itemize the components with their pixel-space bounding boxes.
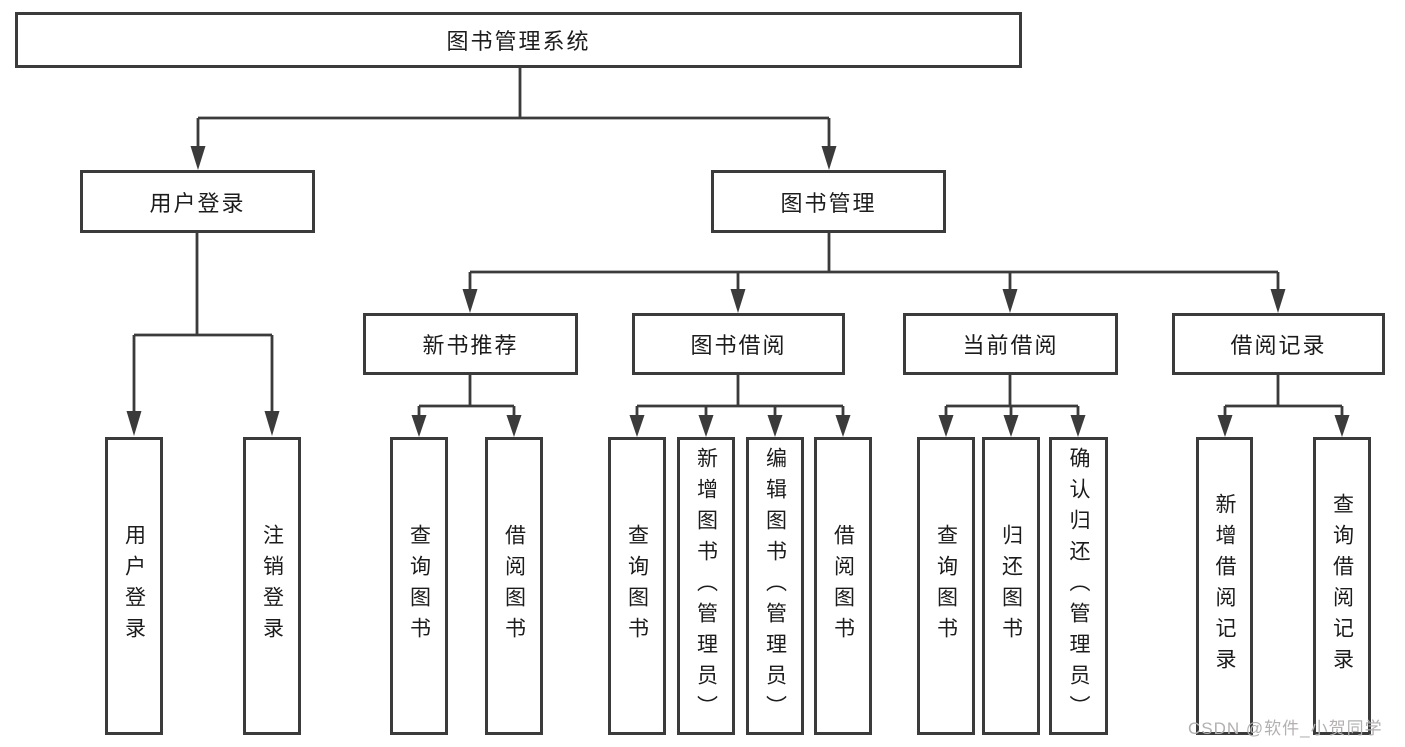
arrowhead-leaf-return-book (1003, 415, 1019, 437)
arrowhead-leaf-query-books-2 (629, 415, 645, 437)
arrowhead-leaf-borrow-books-1 (506, 415, 522, 437)
node-borrow-records: 借阅记录 (1172, 313, 1385, 375)
node-new-book-recommend-label: 新书推荐 (422, 333, 519, 358)
arrowhead-leaf-borrow-books-2 (835, 415, 851, 437)
connector-user-login-children (132, 233, 274, 416)
leaf-logout-label: 注销登录 (260, 524, 284, 648)
leaf-query-borrow-record: 查询借阅记录 (1313, 437, 1371, 735)
arrowhead-leaf-add-book (698, 415, 714, 437)
connector-borrow-records-children (1223, 375, 1344, 418)
leaf-user-login: 用户登录 (105, 437, 163, 735)
node-current-borrow-label: 当前借阅 (962, 333, 1059, 358)
node-root: 图书管理系统 (15, 12, 1022, 68)
leaf-query-books-borrow: 查询图书 (608, 437, 666, 735)
leaf-user-login-label: 用户登录 (122, 524, 146, 648)
node-new-book-recommend: 新书推荐 (363, 313, 578, 375)
node-book-borrow-label: 图书借阅 (690, 333, 787, 358)
leaf-logout: 注销登录 (243, 437, 301, 735)
connector-book-borrow-children (635, 375, 845, 418)
arrowhead-book-borrow (730, 289, 746, 313)
connector-current-borrow-children (944, 375, 1080, 418)
node-current-borrow: 当前借阅 (903, 313, 1118, 375)
arrowhead-leaf-edit-book (767, 415, 783, 437)
leaf-query-books-current-label: 查询图书 (934, 524, 958, 648)
arrowhead-leaf-query-record (1334, 415, 1350, 437)
node-borrow-records-label: 借阅记录 (1230, 333, 1327, 358)
leaf-add-book-admin: 新增图书（管理员） (677, 437, 735, 735)
leaf-borrow-books-borrow-label: 借阅图书 (831, 524, 855, 648)
leaf-confirm-return-admin: 确认归还（管理员） (1049, 437, 1108, 735)
arrowhead-user-login (190, 146, 206, 170)
connector-book-management-children (468, 233, 1280, 292)
arrowhead-leaf-add-record (1217, 415, 1233, 437)
leaf-borrow-books-recommend: 借阅图书 (485, 437, 543, 735)
leaf-borrow-books-borrow: 借阅图书 (814, 437, 872, 735)
leaf-add-borrow-record-label: 新增借阅记录 (1213, 493, 1236, 679)
arrowhead-leaf-confirm-return (1070, 415, 1086, 437)
connector-root-stem (196, 68, 831, 150)
leaf-query-borrow-record-label: 查询借阅记录 (1330, 493, 1354, 679)
leaf-return-book: 归还图书 (982, 437, 1040, 735)
leaf-query-books-borrow-label: 查询图书 (625, 524, 649, 648)
leaf-edit-book-admin: 编辑图书（管理员） (746, 437, 804, 735)
node-book-management: 图书管理 (711, 170, 946, 233)
csdn-watermark: CSDN @软件_小贺同学 (1188, 719, 1383, 738)
node-root-label: 图书管理系统 (446, 29, 591, 54)
arrowhead-leaf-user-login (126, 411, 142, 436)
leaf-return-book-label: 归还图书 (999, 524, 1023, 648)
node-user-login: 用户登录 (80, 170, 315, 233)
leaf-query-books-recommend: 查询图书 (390, 437, 448, 735)
node-book-borrow: 图书借阅 (632, 313, 845, 375)
arrowhead-book-management (821, 146, 837, 170)
node-user-login-label: 用户登录 (149, 190, 246, 216)
leaf-add-book-admin-label: 新增图书（管理员） (694, 446, 718, 726)
node-book-management-label: 图书管理 (780, 190, 877, 216)
leaf-add-borrow-record: 新增借阅记录 (1196, 437, 1253, 735)
arrowhead-leaf-logout (264, 411, 280, 436)
leaf-query-books-recommend-label: 查询图书 (407, 524, 431, 648)
leaf-query-books-current: 查询图书 (917, 437, 975, 735)
arrowhead-leaf-query-books-1 (411, 415, 427, 437)
connector-new-book-children (417, 375, 516, 418)
leaf-confirm-return-admin-label: 确认归还（管理员） (1067, 446, 1090, 726)
leaf-borrow-books-recommend-label: 借阅图书 (502, 524, 526, 648)
arrowhead-borrow-records (1270, 289, 1286, 313)
leaf-edit-book-admin-label: 编辑图书（管理员） (763, 446, 787, 726)
arrowhead-current-borrow (1002, 289, 1018, 313)
arrowhead-new-book-recommend (462, 289, 478, 313)
arrowhead-leaf-query-books-3 (938, 415, 954, 437)
